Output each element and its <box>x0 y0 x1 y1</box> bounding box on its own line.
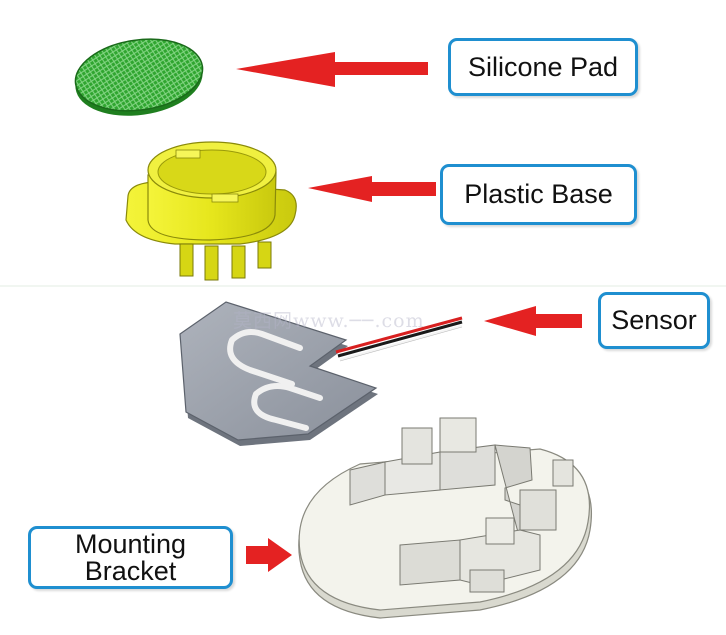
label-sensor-text: Sensor <box>611 307 697 334</box>
watermark-text: 莫西网www.──.com <box>233 306 425 333</box>
mounting-bracket-part <box>299 418 592 618</box>
arrow-to-sensor <box>484 306 582 336</box>
label-silicone-pad-text: Silicone Pad <box>468 54 618 81</box>
plastic-base-part <box>126 142 296 280</box>
label-mounting-bracket-line2: Bracket <box>85 558 177 585</box>
label-mounting-bracket: Mounting Bracket <box>28 526 233 589</box>
label-sensor: Sensor <box>598 292 710 349</box>
arrow-to-plastic-base <box>308 176 436 202</box>
label-plastic-base: Plastic Base <box>440 164 637 225</box>
label-mounting-bracket-line1: Mounting <box>75 531 186 558</box>
label-plastic-base-text: Plastic Base <box>464 181 613 208</box>
arrow-to-mounting-bracket <box>246 538 292 572</box>
silicone-pad-part <box>71 31 207 123</box>
label-silicone-pad: Silicone Pad <box>448 38 638 96</box>
arrow-to-silicone-pad <box>236 52 428 87</box>
